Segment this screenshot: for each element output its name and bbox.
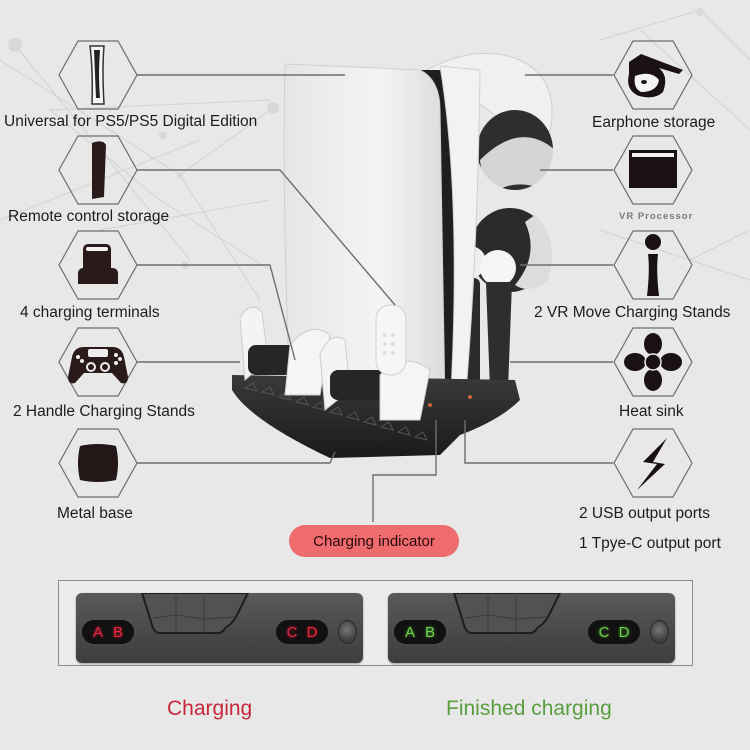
led-c: C (598, 623, 610, 641)
power-button[interactable] (650, 620, 669, 644)
led-d: D (306, 623, 318, 641)
led-c: C (286, 623, 298, 641)
feature-hex-metal-base (58, 428, 138, 498)
feature-hex-ports (613, 428, 693, 498)
feature-hex-gamepad (58, 327, 138, 397)
indicator-comparison-box: A B C D A B C D (58, 580, 693, 666)
fan-icon (624, 333, 682, 391)
ps5-console-icon (89, 45, 105, 105)
feature-hex-ps5 (58, 40, 138, 110)
power-button[interactable] (338, 620, 357, 644)
feature-label-heat-sink: Heat sink (619, 403, 684, 420)
led-group-ab: A B (394, 620, 446, 644)
vr-headset-icon (628, 54, 683, 98)
indicator-panel-finished: A B C D (388, 593, 675, 663)
feature-label-earphone: Earphone storage (592, 114, 716, 131)
charging-terminal-icon (78, 244, 118, 284)
led-b: B (112, 623, 123, 641)
feature-label-vr-move: 2 VR Move Charging Stands (534, 304, 731, 321)
state-label-finished: Finished charging (446, 697, 612, 720)
feature-hex-terminals (58, 230, 138, 300)
feature-label-metal-base: Metal base (57, 505, 133, 522)
charging-indicator-badge: Charging indicator (289, 525, 459, 557)
panel-recess (140, 593, 250, 634)
feature-label-gamepad: 2 Handle Charging Stands (13, 403, 195, 420)
indicator-panel-charging: A B C D (76, 593, 363, 663)
feature-label-remote: Remote control storage (8, 208, 170, 225)
panel-recess (452, 593, 562, 634)
feature-hex-vr-processor (613, 135, 693, 205)
feature-hex-remote (58, 135, 138, 205)
led-group-cd: C D (276, 620, 328, 644)
gamepad-icon (68, 347, 128, 384)
vr-move-controller-icon (645, 234, 661, 296)
led-a: A (404, 623, 415, 641)
led-a: A (92, 623, 103, 641)
feature-hex-earphone (613, 40, 693, 110)
led-group-ab: A B (82, 620, 134, 644)
vr-processor-icon (629, 150, 677, 188)
led-group-cd: C D (588, 620, 640, 644)
lightning-icon (637, 438, 667, 490)
feature-label-typec-port: 1 Tpye-C output port (579, 535, 721, 552)
state-label-charging: Charging (167, 697, 253, 720)
feature-label-ps5: Universal for PS5/PS5 Digital Edition (4, 113, 258, 130)
feature-hex-heat-sink (613, 327, 693, 397)
feature-label-vr-processor: VR Processor (619, 211, 694, 222)
led-b: B (424, 623, 435, 641)
led-d: D (618, 623, 630, 641)
remote-control-icon (92, 141, 106, 199)
feature-label-terminals: 4 charging terminals (20, 304, 160, 321)
feature-label-usb-ports: 2 USB output ports (579, 505, 710, 522)
metal-base-icon (78, 444, 118, 482)
feature-hex-vr-move (613, 230, 693, 300)
